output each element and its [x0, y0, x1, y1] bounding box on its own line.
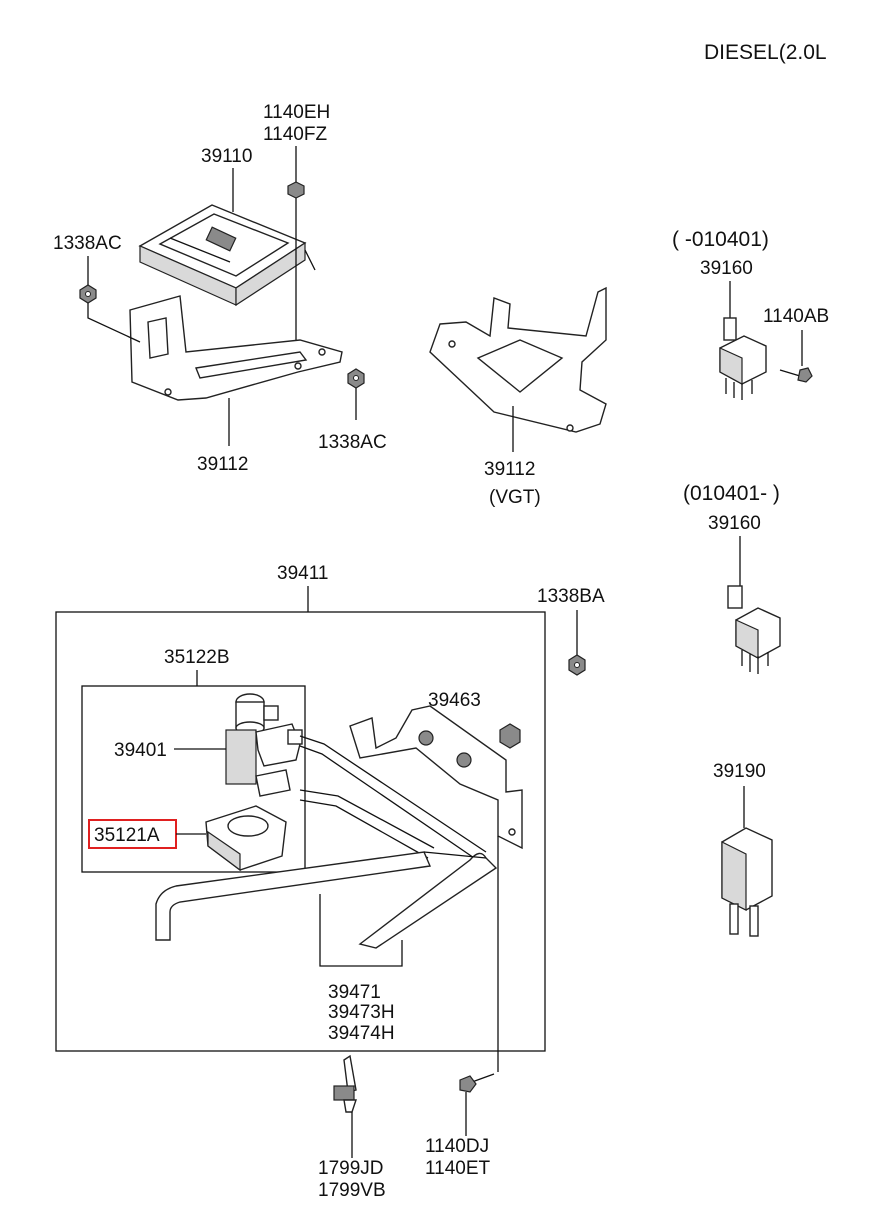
relay-39190-drawing[interactable] [721, 827, 773, 937]
label-39463: 39463 [428, 690, 481, 711]
ecu-screw-icon[interactable] [287, 181, 305, 218]
label-1338ba: 1338BA [537, 586, 605, 607]
label-39471: 39471 [328, 982, 381, 1003]
valve-bracket-drawing[interactable] [349, 705, 523, 850]
vacuum-pipe-drawing[interactable] [155, 735, 498, 949]
label-1140eh: 1140EH [263, 102, 330, 123]
label-39411: 39411 [277, 563, 328, 584]
relay-late-drawing[interactable] [727, 585, 781, 674]
assembly-39411-box [55, 611, 546, 1052]
label-1338ac-left: 1338AC [53, 233, 122, 254]
label-39473h: 39473H [328, 1002, 395, 1023]
label-39401: 39401 [114, 740, 167, 761]
ecu-unit-drawing[interactable] [138, 204, 316, 307]
nut-1338ba-icon[interactable] [568, 654, 586, 676]
bracket-bolt-icon[interactable] [459, 1073, 495, 1093]
nut-right-icon[interactable] [347, 368, 365, 389]
engine-type-label: DIESEL(2.0L [704, 41, 827, 64]
label-39160-late: 39160 [708, 513, 761, 534]
bracket-nut-icon[interactable] [499, 723, 521, 749]
valve-cap-drawing[interactable] [205, 805, 287, 872]
label-39474h: 39474H [328, 1023, 395, 1044]
label-relay-early-date: ( -010401) [672, 228, 769, 251]
label-1140ab: 1140AB [763, 306, 829, 327]
label-39160-early: 39160 [700, 258, 753, 279]
relay-bolt-icon[interactable] [779, 367, 813, 383]
hose-clip-icon[interactable] [333, 1054, 357, 1113]
label-39190: 39190 [713, 761, 766, 782]
label-vgt: (VGT) [489, 487, 541, 508]
label-39112: 39112 [197, 454, 248, 475]
label-39112-vgt: 39112 [484, 459, 535, 480]
solenoid-valve-drawing[interactable] [225, 693, 303, 797]
label-35122b: 35122B [164, 647, 230, 668]
label-1338ac-right: 1338AC [318, 432, 387, 453]
relay-early-drawing[interactable] [719, 317, 767, 400]
ecu-bracket-drawing[interactable] [129, 295, 343, 401]
vgt-bracket-drawing[interactable] [429, 286, 607, 433]
label-1140dj: 1140DJ [425, 1136, 489, 1157]
label-1799jd: 1799JD [318, 1158, 384, 1179]
label-39110: 39110 [201, 146, 252, 167]
nut-left-icon[interactable] [79, 284, 97, 304]
valve-assembly-box [81, 685, 306, 873]
label-relay-late-date: (010401- ) [683, 482, 780, 505]
label-1799vb: 1799VB [318, 1180, 386, 1201]
label-1140et: 1140ET [425, 1158, 491, 1179]
label-35121a: 35121A [94, 825, 160, 846]
label-1140fz: 1140FZ [263, 124, 327, 145]
